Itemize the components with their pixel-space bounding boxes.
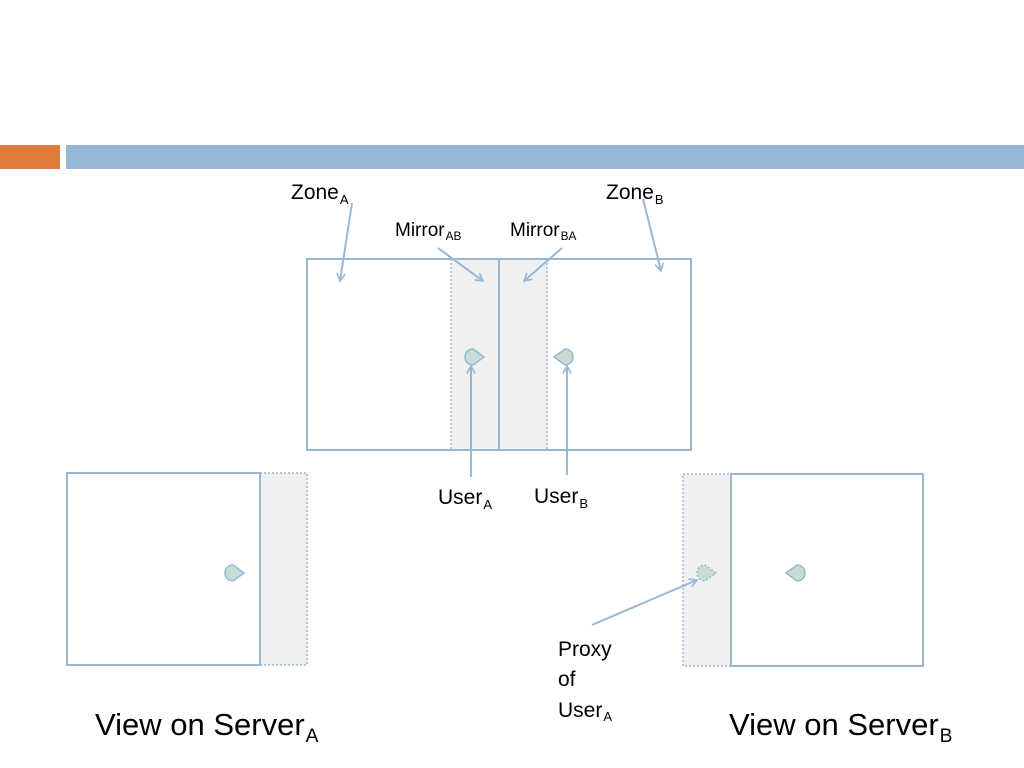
header-blue-bar [66,145,1024,169]
zone-b-label: ZoneB [606,181,664,207]
proxy-user-a-marker [696,564,718,582]
mirror-ba-label: MirrorBA [510,220,577,244]
mirror-ba-arrow [524,247,563,281]
proxy-arrow [591,580,697,626]
proxy-label-line1: Proxy [558,638,612,661]
proxy-label-line2: of [558,668,576,692]
mirror-ab-arrow [437,247,483,281]
user-b-label: UserB [534,485,589,511]
server-b-user-marker [784,564,806,582]
server-a-user-marker [224,564,246,582]
zone-a-arrow [340,202,353,281]
user-b-marker [552,348,574,366]
mirror-ab-label: MirrorAB [395,220,462,244]
user-a-label: UserA [438,486,493,512]
mirror-ba-region [498,258,548,451]
proxy-label-line3: UserA [558,698,613,725]
server-b-zone-box [730,473,924,667]
header-orange-bar [0,145,60,169]
zone-a-label: ZoneA [291,181,349,207]
server-a-mirror-region [259,472,308,666]
view-server-b-label: View on ServerB [729,707,953,747]
proxy-label: Proxy of UserA [558,635,612,726]
server-a-zone-box [66,472,261,666]
zone-b-arrow [642,198,661,271]
view-server-a-label: View on ServerA [95,707,319,747]
